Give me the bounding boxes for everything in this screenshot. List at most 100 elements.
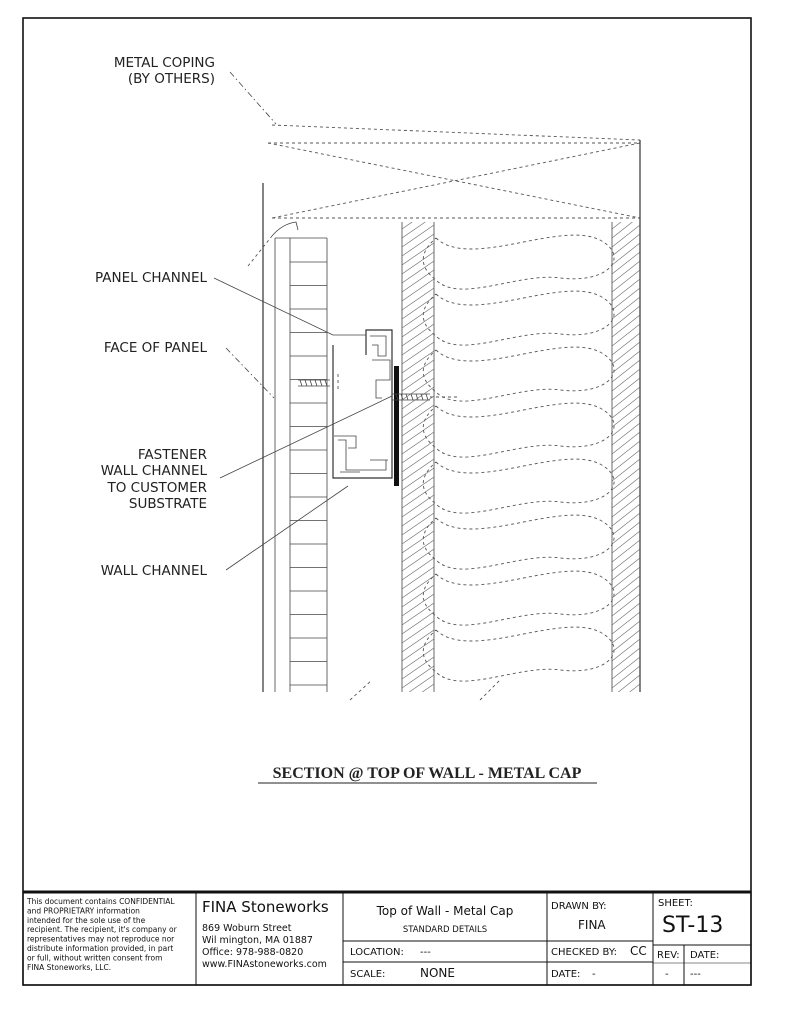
insulation-loop [422, 346, 615, 402]
hatch-line [402, 359, 434, 383]
hatch-line [612, 260, 640, 284]
hatch-line [402, 180, 434, 202]
hatch-line [612, 287, 640, 311]
label-metal-coping-2: (BY OTHERS) [128, 71, 215, 87]
hatch-line [402, 476, 434, 500]
hatch-line [612, 476, 640, 500]
hatch-line [629, 683, 640, 692]
hatch-line [402, 377, 434, 401]
hatch-line [402, 198, 434, 220]
hatch-line [402, 287, 434, 311]
confidential-line: This document contains CONFIDENTIAL [26, 897, 175, 906]
confidential-line: distribute information provided, in part [27, 944, 173, 953]
hatch-line [402, 647, 434, 671]
title-block [22, 890, 752, 986]
hatch-line [402, 189, 434, 211]
sheet-label: SHEET: [658, 898, 693, 909]
hatch-line [402, 305, 434, 329]
hatch-line [402, 575, 434, 599]
hatch-line [612, 530, 640, 554]
hatch-line [612, 566, 640, 590]
confidential-line: representatives may not reproduce nor [27, 935, 175, 944]
hatch-line [612, 711, 640, 733]
hatch-line [402, 314, 434, 338]
hatch-line [612, 404, 640, 428]
leader-face-of-panel [225, 347, 275, 399]
hatch-line [402, 611, 434, 635]
hatch-line [612, 341, 640, 365]
hatch-line [612, 251, 640, 275]
fastener-screw-panel [298, 374, 339, 392]
hatch-line [402, 485, 434, 509]
hatch-line [612, 350, 640, 374]
confidential-line: FINA Stoneworks, LLC. [27, 963, 111, 972]
label-fastener-3: TO CUSTOMER [107, 480, 207, 496]
drawn-by-value: FINA [578, 918, 606, 932]
hatch-line [402, 548, 434, 572]
substrate-sheathing [401, 180, 435, 724]
hatch-line [612, 665, 640, 689]
rev-date-label: DATE: [690, 950, 719, 961]
hatch-line [402, 341, 434, 365]
hatch-line [402, 422, 434, 446]
metal-coping [267, 124, 641, 219]
hatch-line [612, 431, 640, 455]
hatch-line [402, 693, 434, 715]
company-name: FINA Stoneworks [202, 898, 329, 916]
hatch-line [402, 638, 434, 662]
sheet-title: Top of Wall - Metal Cap [376, 904, 514, 918]
hatch-line [612, 332, 640, 356]
insulation-loop [422, 570, 615, 626]
hatch-line [402, 368, 434, 392]
hatch-line [612, 278, 640, 302]
label-wall-channel: WALL CHANNEL [101, 563, 208, 579]
hatch-line [612, 422, 640, 446]
hatch-line [402, 350, 434, 374]
hatch-line [612, 602, 640, 626]
hatch-line [402, 413, 434, 437]
hatch-line [612, 395, 640, 419]
hatch-line [402, 467, 434, 491]
hatch-line [612, 512, 640, 536]
hatch-line [402, 503, 434, 527]
hatch-line [612, 494, 640, 518]
sheet-subtitle: STANDARD DETAILS [403, 925, 487, 935]
hatch-line [402, 702, 434, 724]
hatch-line [612, 368, 640, 392]
hatch-line [402, 233, 434, 257]
confidential-line: recipient. The recipient, it's company o… [27, 925, 178, 934]
hatch-line [402, 386, 434, 410]
insulation-loop [422, 626, 615, 682]
company-address-1: 869 Woburn Street [202, 923, 292, 934]
hatch-line [612, 693, 640, 715]
hatch-line [402, 440, 434, 464]
hatch-line [612, 656, 640, 680]
confidential-line: or full, without written consent from [27, 953, 162, 962]
hatch-line [612, 189, 640, 211]
hatch-line [612, 242, 640, 266]
hatch-line [408, 674, 434, 692]
date-label: DATE: [551, 969, 580, 980]
sheet-number: ST-13 [662, 913, 723, 938]
label-face-of-panel: FACE OF PANEL [104, 340, 208, 356]
checked-by-label: CHECKED BY: [551, 947, 617, 958]
location-label: LOCATION: [350, 947, 404, 958]
hatch-line [612, 539, 640, 563]
hatch-line [612, 296, 640, 320]
leader-panel-channel [213, 277, 366, 336]
company-office: Office: 978-988-0820 [202, 947, 303, 958]
hatch-line [612, 386, 640, 410]
rev-value: - [665, 969, 669, 980]
drawn-by-label: DRAWN BY: [551, 901, 607, 912]
hatch-line [612, 557, 640, 581]
hatch-line [402, 323, 434, 347]
leader-metal-coping [229, 71, 277, 125]
date-value: - [592, 969, 596, 980]
hatch-line [612, 548, 640, 572]
insulation-loop [422, 514, 615, 570]
hatch-line [402, 395, 434, 419]
hatch-line [612, 620, 640, 644]
hatch-line [612, 638, 640, 662]
